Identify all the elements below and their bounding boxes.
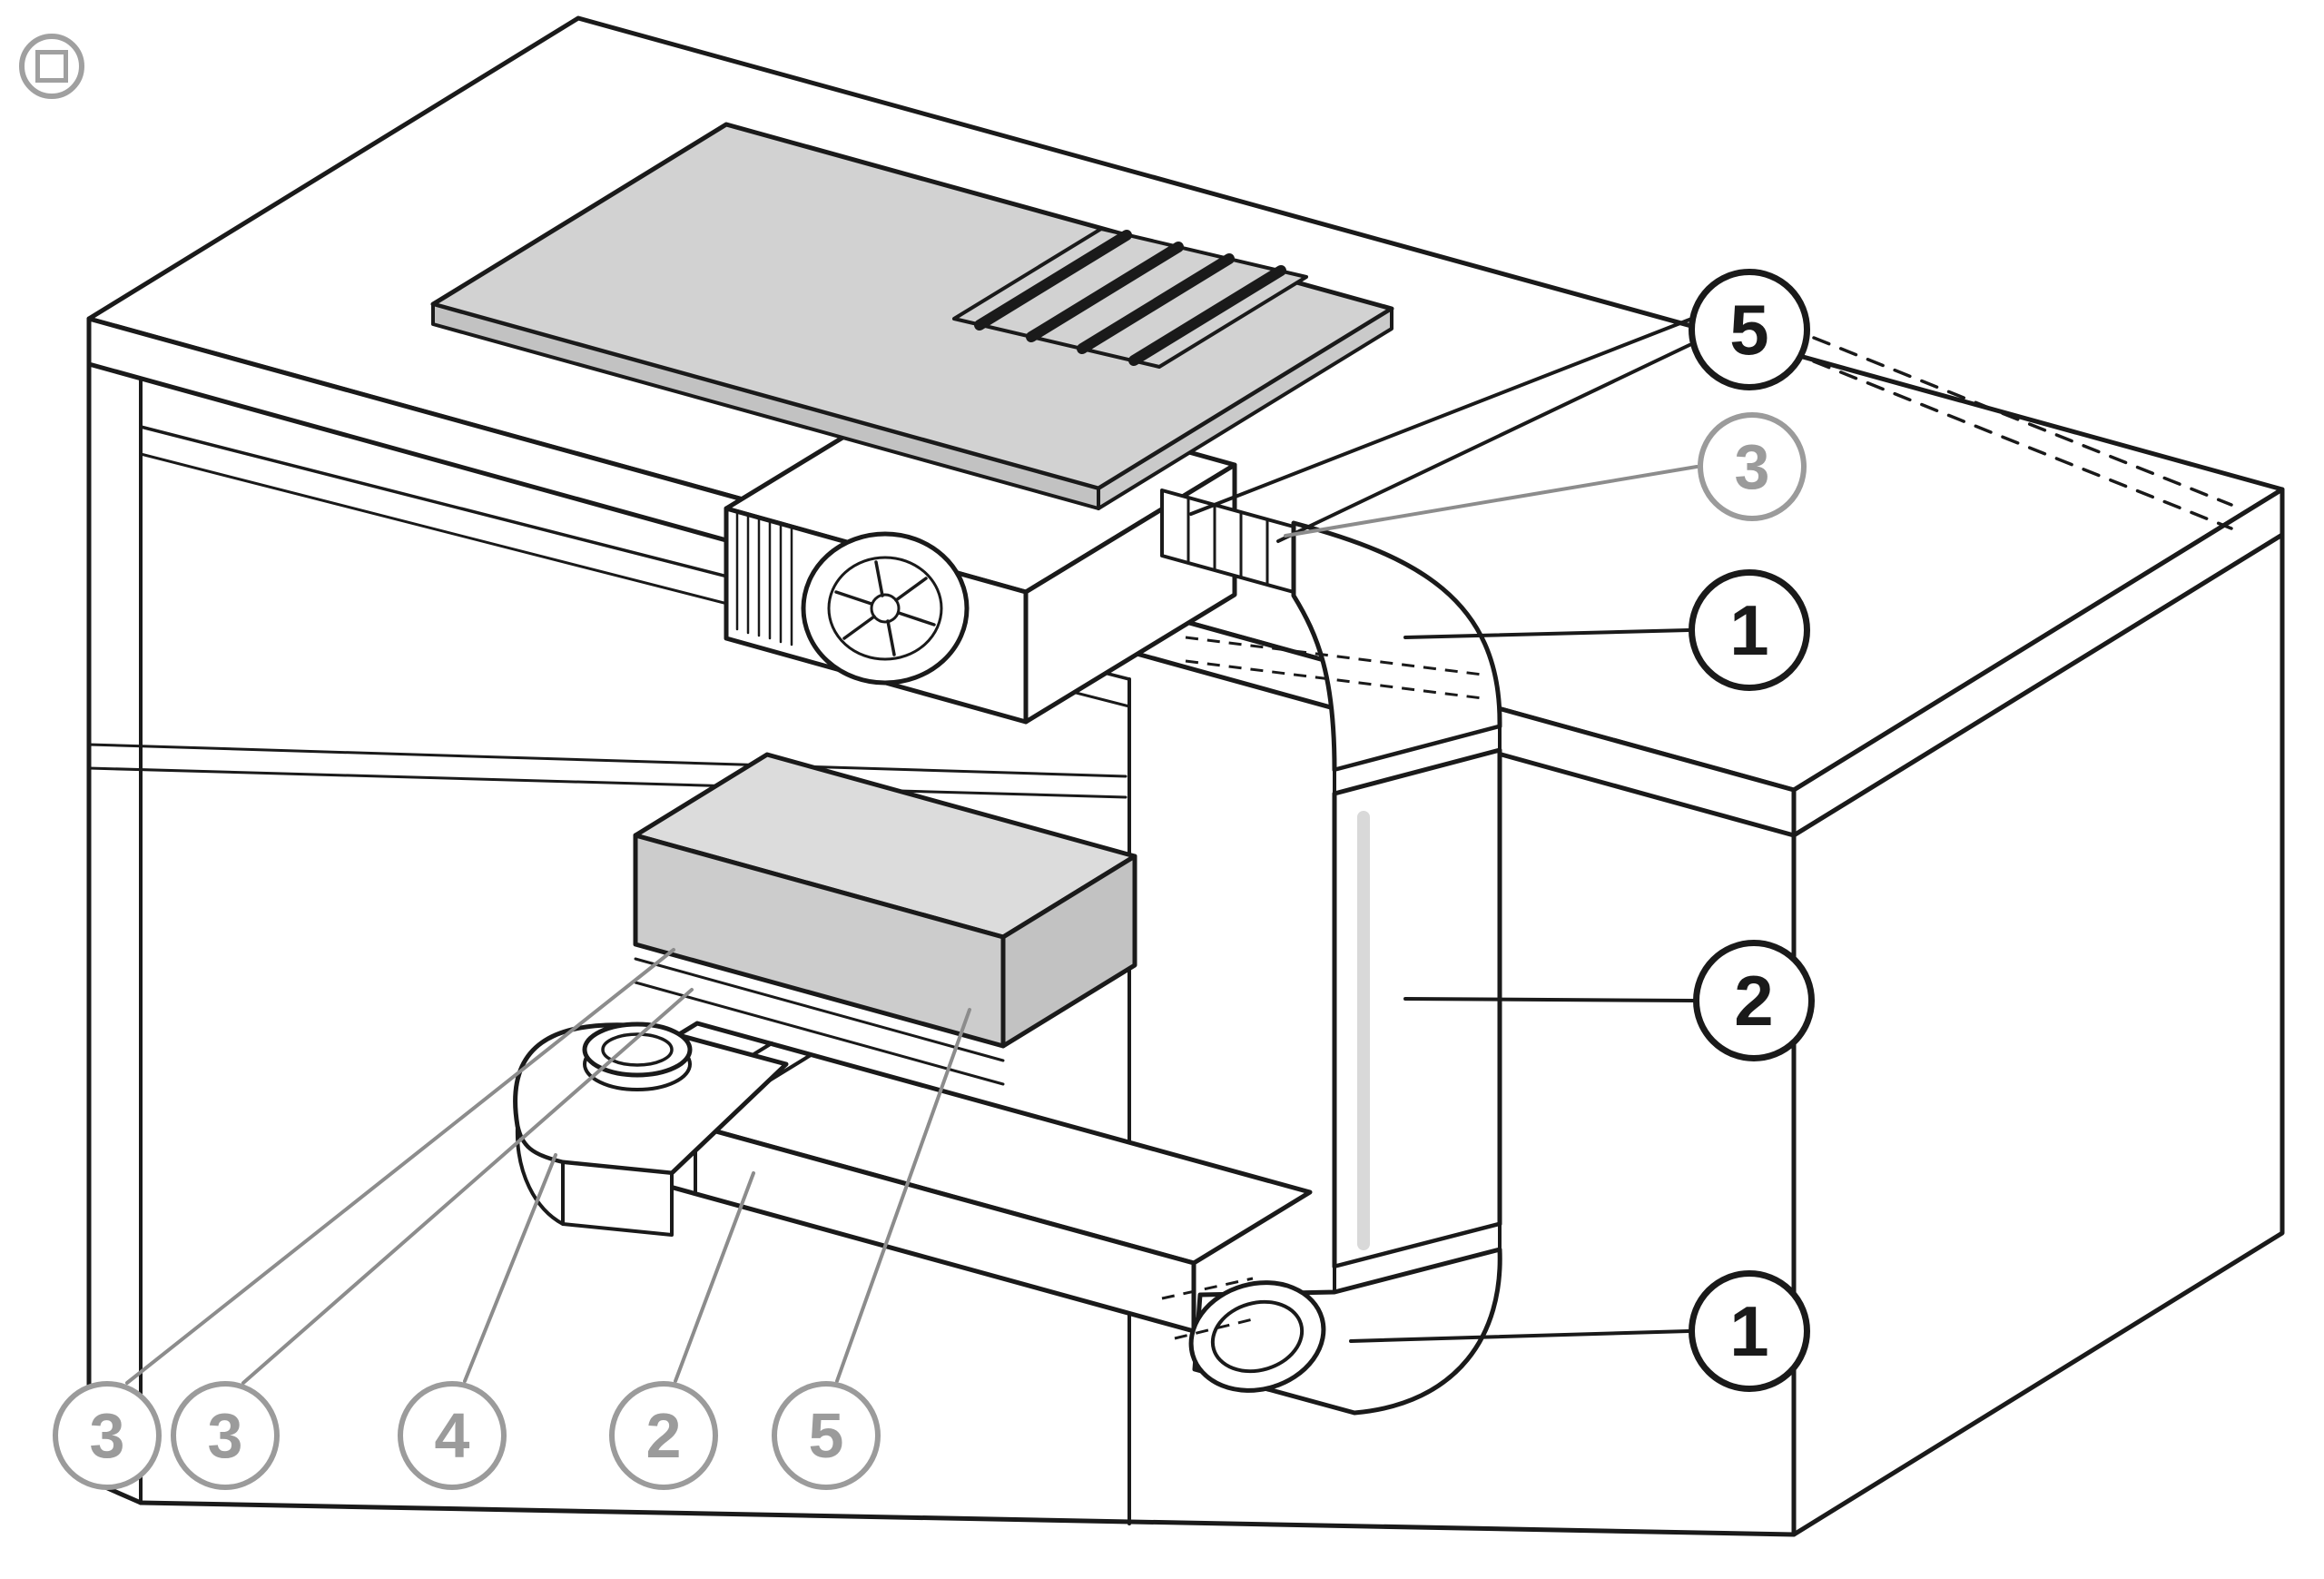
callout-3-bottom-a: 3: [53, 1381, 162, 1490]
callout-label: 2: [1734, 961, 1774, 1041]
hob-right-edge: [1097, 307, 1393, 510]
cabinet-interior-shelf-line-2: [87, 766, 1128, 799]
callout-1-upper: 1: [1689, 569, 1810, 691]
callout-1-lower: 1: [1689, 1270, 1810, 1392]
callout-3-top-right: 3: [1698, 412, 1807, 521]
silencer-connection-frames: [634, 957, 1005, 1086]
callout-5-top: 5: [1689, 269, 1810, 390]
callout-label: 1: [1729, 1291, 1769, 1371]
fan-unit-inlet-hatching: [735, 509, 793, 646]
callout-label: 2: [645, 1400, 682, 1471]
leader-callout-2-right: [1403, 997, 1695, 1002]
callout-label: 5: [808, 1400, 844, 1471]
callout-label: 3: [207, 1400, 243, 1471]
leader-lines: [1189, 318, 2233, 1343]
duct-elbow-flat: [513, 1021, 789, 1237]
duct-mouth-inner-ring: [1210, 1299, 1305, 1374]
duct-run: [513, 489, 1502, 1416]
leader-callout-5-a: [1189, 318, 1691, 516]
hidden-edge-dashes: [1161, 636, 1483, 1340]
callout-label: 3: [89, 1400, 125, 1471]
callout-label: 1: [1729, 590, 1769, 670]
callout-label: 5: [1729, 290, 1769, 370]
leader-callout-3-top: [1284, 465, 1699, 538]
ghost-leader-lines: [125, 465, 1699, 1385]
downdraft-vent-grille: [952, 227, 1308, 369]
silencer-box: [633, 752, 1137, 1086]
leader-callout-5-dashed: [1812, 336, 2233, 530]
leader-callout-4: [463, 1153, 557, 1383]
callout-2-right: 2: [1693, 940, 1815, 1061]
cabinet-interior-shelf-line: [87, 743, 1128, 778]
leader-callout-1-upper: [1403, 628, 1690, 639]
callout-label: 4: [434, 1400, 470, 1471]
square-marker-icon: [35, 50, 68, 83]
leader-callout-1-lower: [1349, 1329, 1690, 1343]
leader-callout-3b: [241, 988, 694, 1385]
duct-elbow-top: [1291, 520, 1502, 773]
callout-label: 3: [1734, 431, 1770, 502]
fan-impeller-icon: [801, 531, 970, 686]
leader-callout-5-b: [1276, 343, 1691, 543]
callout-5-bottom: 5: [772, 1381, 881, 1490]
silencer-right-face: [1000, 854, 1137, 1049]
callout-2-bottom: 2: [609, 1381, 718, 1490]
round-collar: [582, 1021, 693, 1091]
cabinet-floor-front-edge: [138, 1500, 1797, 1537]
leader-callout-5-bottom: [835, 1008, 971, 1383]
corner-marker: [19, 34, 84, 99]
leader-callout-2-bottom: [674, 1171, 755, 1383]
duct-elbow-bottom: [1188, 1247, 1502, 1416]
callout-4-bottom: 4: [398, 1381, 507, 1490]
induction-hob: [430, 122, 1394, 510]
leader-callout-3a: [125, 948, 675, 1385]
callout-3-bottom-b: 3: [171, 1381, 280, 1490]
